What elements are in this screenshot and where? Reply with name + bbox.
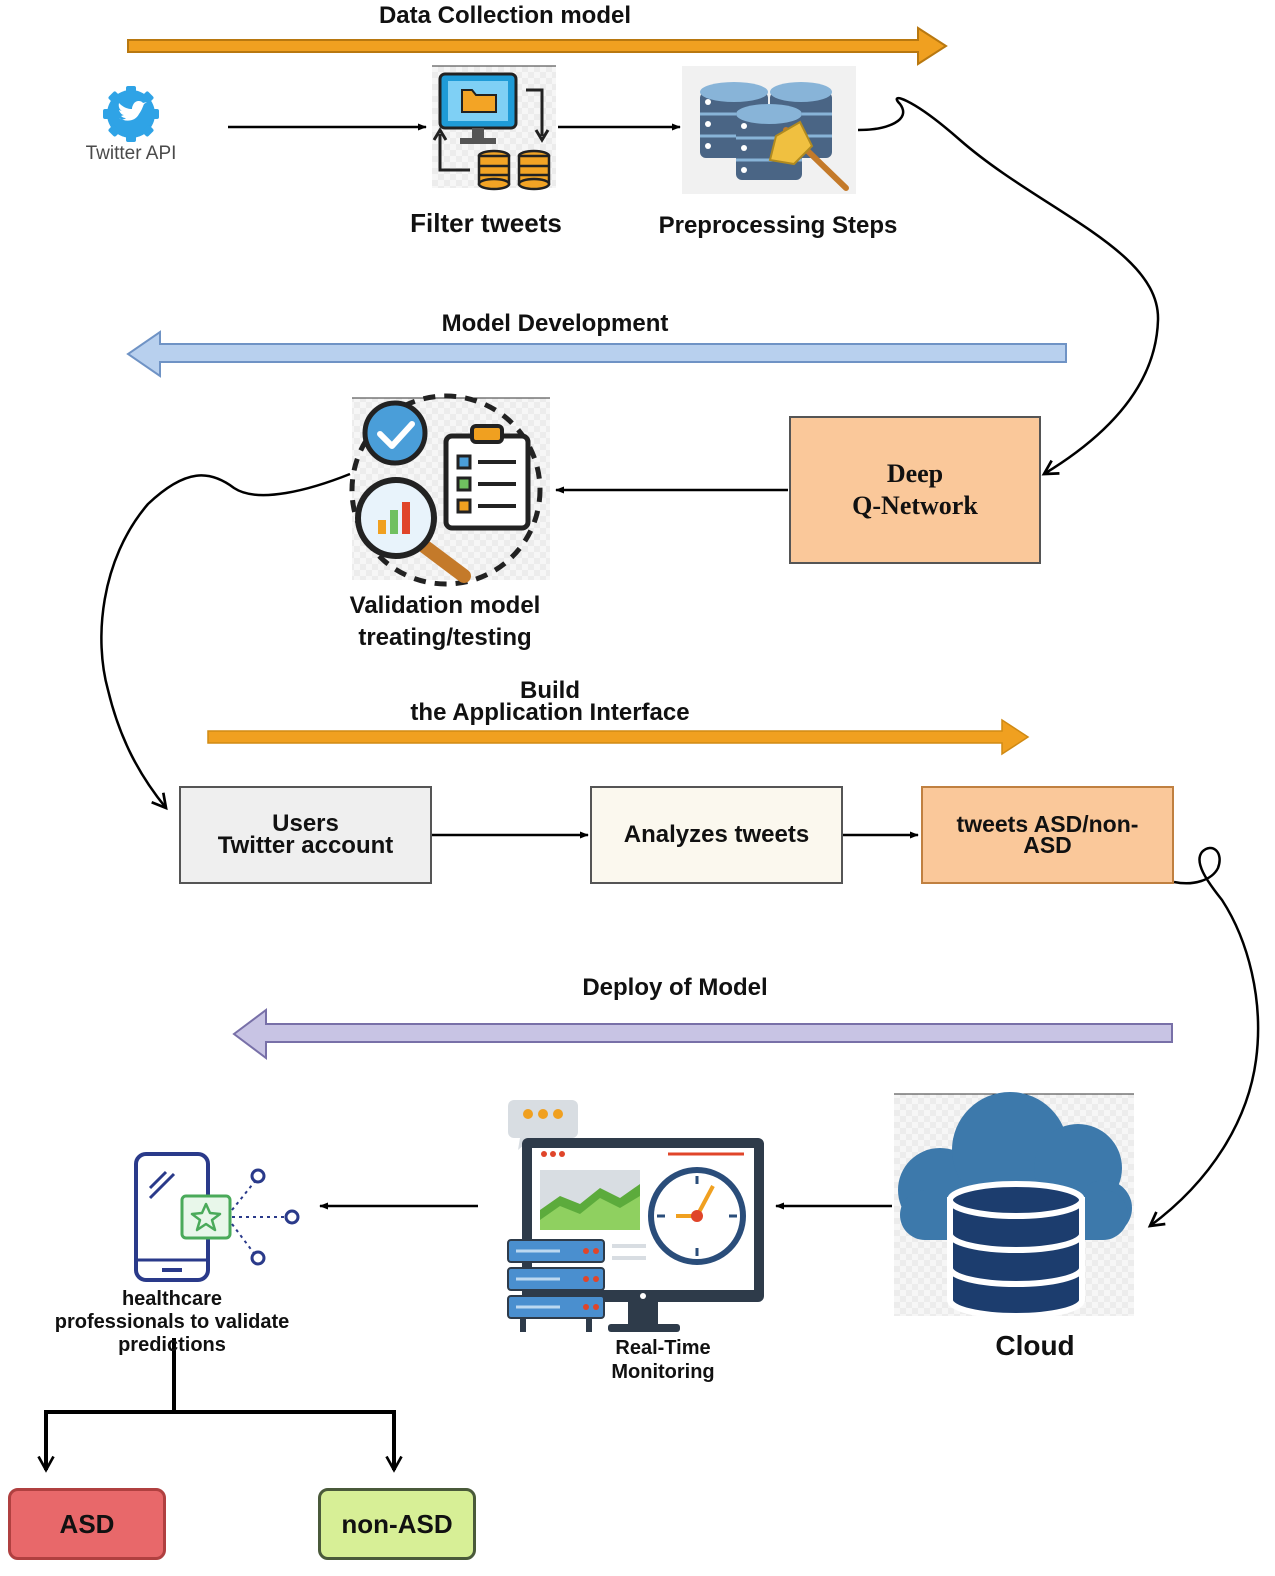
database-stack bbox=[947, 1181, 1085, 1319]
cloud-database-icon bbox=[894, 1092, 1134, 1319]
data-collection-stage-label: Data Collection model bbox=[378, 2, 632, 29]
healthcare-line-2: professionals to validate bbox=[54, 1311, 290, 1333]
classify-line-2: ASD bbox=[1023, 832, 1072, 858]
checklist-magnifier-icon bbox=[349, 393, 550, 587]
dqn-line-2: Q-Network bbox=[852, 491, 978, 520]
build-interface-line-2: the Application Interface bbox=[410, 699, 690, 726]
monitoring-line-1: Real-Time bbox=[615, 1337, 711, 1359]
filter-tweets-label: Filter tweets bbox=[410, 208, 562, 238]
cloud-label: Cloud bbox=[995, 1330, 1075, 1361]
non-asd-outcome-box[interactable]: non-ASD bbox=[318, 1488, 476, 1560]
twitter-gear-icon bbox=[103, 86, 159, 142]
preprocessing-to-dqn-connector bbox=[857, 96, 1160, 476]
monitor-dashboard-server-icon bbox=[507, 1100, 764, 1332]
healthcare-line-3: predictions bbox=[118, 1334, 226, 1356]
smartphone-star-icon bbox=[134, 1152, 300, 1282]
analyzes-box[interactable]: Analyzes tweets bbox=[590, 786, 843, 884]
monitoring-line-2: Monitoring bbox=[611, 1361, 715, 1383]
prediction-split-connector bbox=[37, 1338, 403, 1473]
healthcare-label: healthcare professionals to validate pre… bbox=[34, 1288, 310, 1357]
build-interface-stage-arrow bbox=[207, 718, 1030, 756]
dqn-box[interactable]: Deep Q-Network bbox=[789, 416, 1041, 564]
model-development-stage-label: Model Development bbox=[441, 310, 669, 337]
model-development-stage-arrow bbox=[126, 330, 1067, 378]
computer-folder-database-icon bbox=[432, 65, 556, 191]
build-interface-stage-label: Build the Application Interface bbox=[350, 677, 750, 726]
build-interface-line-1: Build bbox=[520, 677, 580, 704]
database-broom-icon bbox=[682, 66, 856, 194]
validation-line-1: Validation model bbox=[349, 592, 541, 619]
validation-label: Validation model treating/testing bbox=[300, 590, 590, 654]
dqn-line-1: Deep bbox=[886, 459, 944, 488]
users-line-1: Users bbox=[272, 810, 339, 837]
twitter-api-label: Twitter API bbox=[85, 143, 177, 164]
connectors bbox=[100, 96, 1260, 1228]
classify-to-cloud-connector bbox=[1147, 846, 1260, 1228]
asd-outcome-box[interactable]: ASD bbox=[8, 1488, 166, 1560]
classify-box[interactable]: tweets ASD/non- ASD bbox=[921, 786, 1174, 884]
users-box[interactable]: Users Twitter account bbox=[179, 786, 432, 884]
asd-label: ASD bbox=[59, 1508, 115, 1539]
deploy-stage-arrow bbox=[232, 1008, 1173, 1060]
analyzes-label: Analyzes tweets bbox=[623, 821, 810, 848]
validation-to-users-connector bbox=[100, 472, 351, 811]
data-collection-stage-arrow bbox=[127, 26, 948, 66]
non-asd-label: non-ASD bbox=[341, 1508, 453, 1539]
healthcare-line-1: healthcare bbox=[121, 1288, 223, 1310]
deploy-stage-label: Deploy of Model bbox=[582, 974, 768, 1001]
monitoring-label: Real-Time Monitoring bbox=[580, 1336, 746, 1384]
classify-line-1: tweets ASD/non- bbox=[956, 811, 1139, 837]
preprocessing-label: Preprocessing Steps bbox=[658, 212, 898, 239]
users-line-2: Twitter account bbox=[217, 832, 394, 859]
validation-line-2: treating/testing bbox=[358, 624, 532, 651]
